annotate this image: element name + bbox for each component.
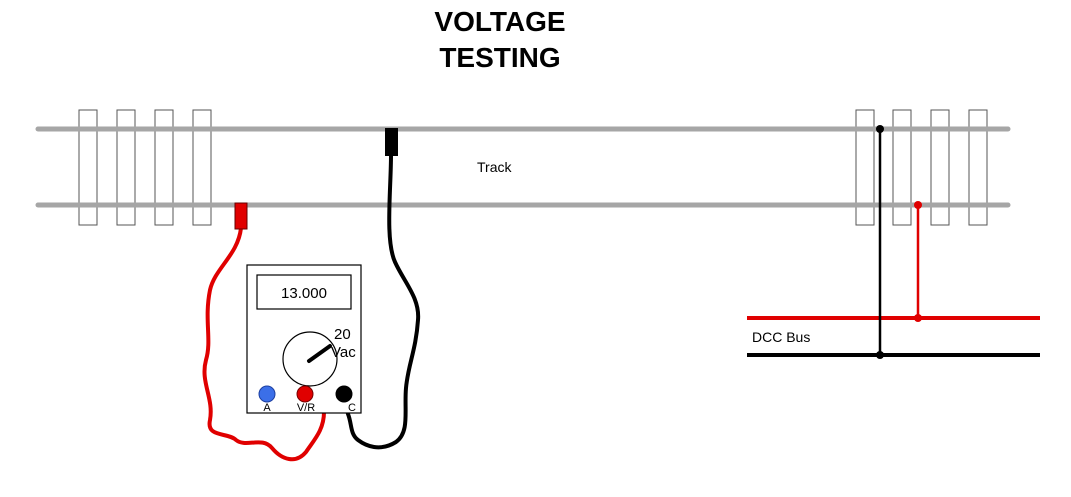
- right-ties: [855, 109, 988, 226]
- jack-vr[interactable]: [296, 385, 314, 403]
- jack-a-label: A: [263, 402, 271, 414]
- black-feeder-bus-junction: [876, 351, 884, 359]
- multimeter-display: [256, 274, 352, 310]
- tie: [892, 109, 912, 226]
- multimeter-reading: 13.000: [281, 285, 327, 302]
- black-feeder-rail-junction: [876, 125, 884, 133]
- tie: [116, 109, 136, 226]
- red-feeder-bus-junction: [914, 314, 922, 322]
- range-dial-pointer: [307, 344, 332, 363]
- jack-a[interactable]: [258, 385, 276, 403]
- tie: [930, 109, 950, 226]
- tie: [78, 109, 98, 226]
- red-probe-tip: [234, 202, 248, 230]
- range-value-label: 20: [334, 326, 351, 343]
- tie: [192, 109, 212, 226]
- jack-c-label: C: [348, 402, 356, 414]
- diagram-title-line1: VOLTAGE: [434, 6, 566, 37]
- jack-vr-label: V/R: [297, 402, 315, 414]
- black-probe-lead: [342, 153, 421, 450]
- red-probe-lead: [202, 226, 326, 462]
- tie: [968, 109, 988, 226]
- range-unit-label: Vac: [331, 344, 356, 361]
- black-probe-tip: [385, 128, 398, 156]
- multimeter: 13.000 20 Vac A V/R C: [246, 264, 362, 414]
- tie: [855, 109, 875, 226]
- jack-c[interactable]: [335, 385, 353, 403]
- red-feeder-rail-junction: [914, 201, 922, 209]
- dcc-bus-label: DCC Bus: [752, 329, 810, 345]
- tie: [154, 109, 174, 226]
- left-ties: [78, 109, 212, 226]
- diagram-title-line2: TESTING: [439, 42, 561, 73]
- track-label: Track: [477, 159, 512, 175]
